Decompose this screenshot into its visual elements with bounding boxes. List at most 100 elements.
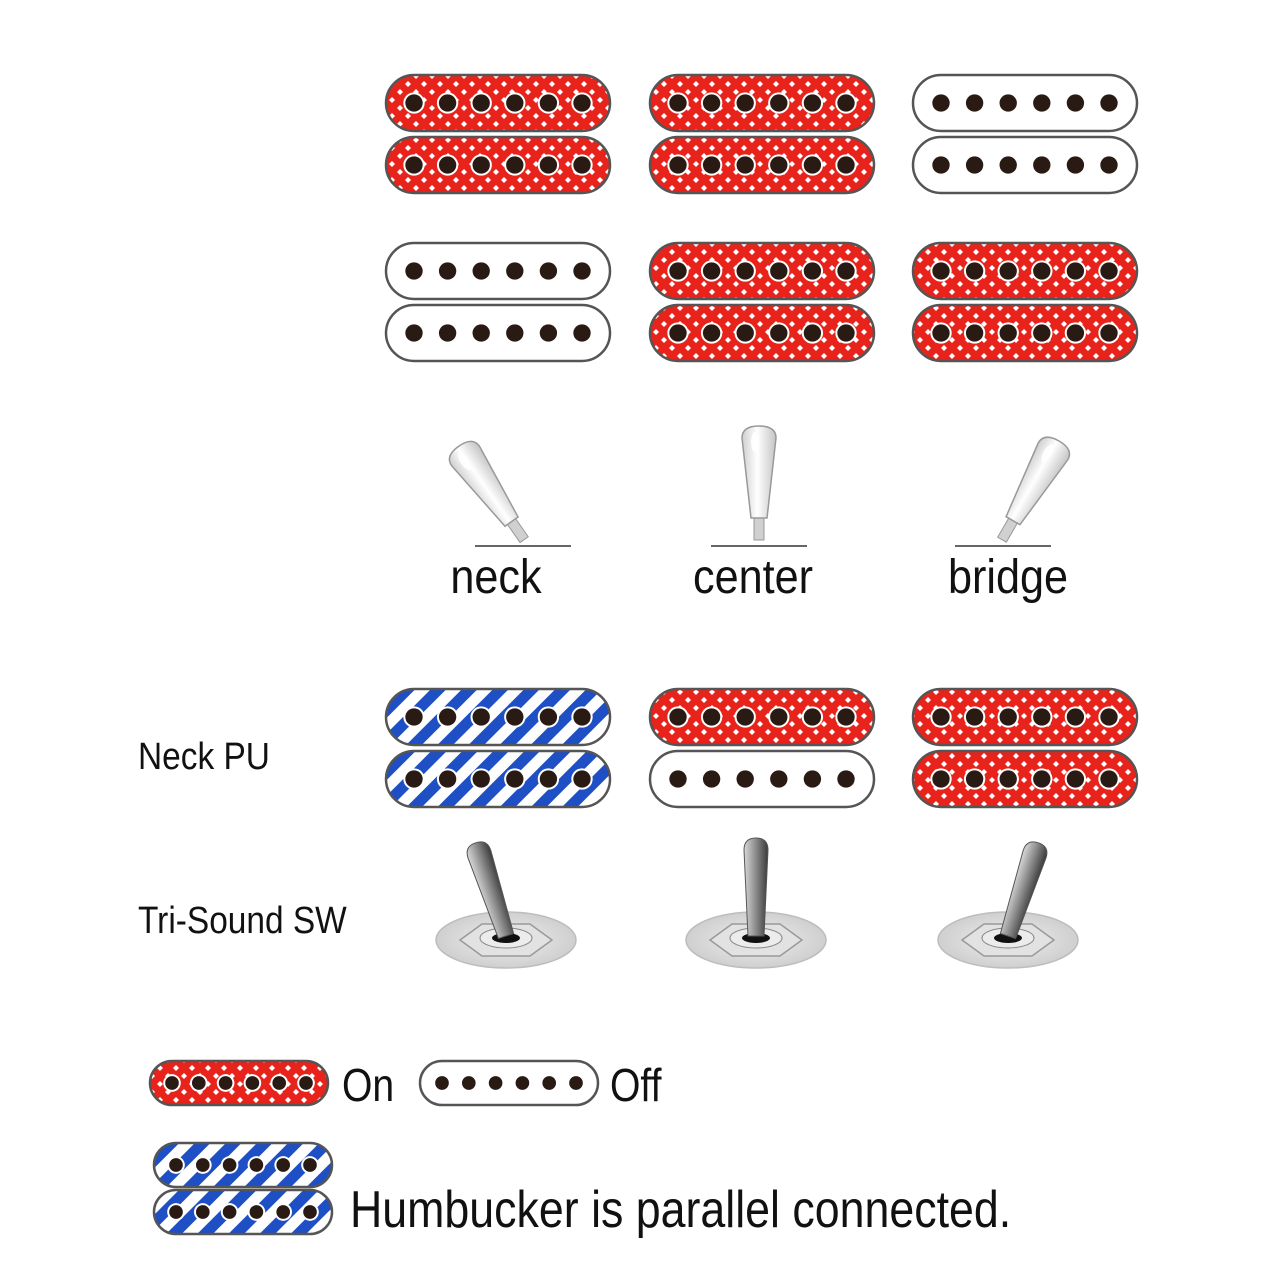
pole-piece xyxy=(1066,156,1085,174)
pole-piece xyxy=(669,94,687,112)
pole-piece xyxy=(272,1076,287,1090)
selector-switch-center xyxy=(711,425,807,547)
legend-off-label: Off xyxy=(610,1059,662,1111)
pole-piece xyxy=(803,324,822,342)
humbucker-row1-bridge xyxy=(911,73,1139,195)
pole-piece xyxy=(405,262,423,280)
pole-piece xyxy=(276,1158,291,1172)
pole-piece xyxy=(702,324,721,342)
humbucker-row2-center xyxy=(648,241,876,363)
pole-piece xyxy=(169,1158,183,1172)
pole-piece xyxy=(488,1076,503,1090)
pole-piece xyxy=(702,94,721,112)
pole-piece xyxy=(1033,708,1051,726)
pole-piece xyxy=(405,94,423,112)
position-label-center: center xyxy=(692,551,814,604)
pole-piece xyxy=(438,324,457,342)
humbucker-row2-bridge xyxy=(911,241,1139,363)
pole-piece xyxy=(770,708,788,726)
humbucker-row1-center xyxy=(648,73,876,195)
pole-piece xyxy=(276,1205,291,1219)
pole-piece xyxy=(965,262,984,280)
pole-piece xyxy=(999,262,1017,280)
humbucker-row1-neck xyxy=(384,73,612,195)
humbucker-row2-bridge-coil-top xyxy=(911,241,1139,301)
humbucker-row1-neck-coil-top xyxy=(384,73,612,133)
pole-piece xyxy=(1066,94,1085,112)
pole-piece xyxy=(965,94,984,112)
pole-piece xyxy=(222,1205,237,1219)
pole-piece xyxy=(932,94,950,112)
pole-piece xyxy=(1066,262,1085,280)
pole-piece xyxy=(999,708,1017,726)
pole-piece xyxy=(573,708,591,726)
pole-piece xyxy=(303,1158,317,1172)
legend-off-swatch xyxy=(418,1059,600,1107)
pole-piece xyxy=(539,324,558,342)
humbucker-row2-center-coil-top xyxy=(648,241,876,301)
pole-piece xyxy=(965,324,984,342)
pole-piece xyxy=(965,156,984,174)
pole-piece xyxy=(569,1076,583,1090)
pole-piece xyxy=(770,94,788,112)
pole-piece xyxy=(506,94,524,112)
pole-piece xyxy=(506,708,524,726)
pole-piece xyxy=(1033,324,1051,342)
row-label-neck-pu: Neck PU xyxy=(138,736,270,778)
pole-piece xyxy=(472,262,490,280)
pole-piece xyxy=(736,324,754,342)
pole-piece xyxy=(539,94,558,112)
humbucker-row2-neck-coil-top xyxy=(384,241,612,301)
pole-piece xyxy=(472,156,490,174)
pole-piece xyxy=(438,770,457,788)
humbucker-neck-pu-row-bridge-coil-bottom xyxy=(911,749,1139,809)
humbucker-row1-center-coil-top xyxy=(648,73,876,133)
humbucker-row2-neck xyxy=(384,241,612,363)
pole-piece xyxy=(472,770,490,788)
pole-piece xyxy=(573,262,591,280)
legend-parallel-coil-bottom xyxy=(152,1188,334,1236)
tri-sound-switch-neck xyxy=(435,841,577,969)
pole-piece xyxy=(506,156,524,174)
pole-piece xyxy=(405,156,423,174)
pole-piece xyxy=(1100,262,1118,280)
pole-piece xyxy=(803,708,822,726)
pole-piece xyxy=(539,156,558,174)
pole-piece xyxy=(438,156,457,174)
pole-piece xyxy=(1033,156,1051,174)
pole-piece xyxy=(1100,324,1118,342)
pole-piece xyxy=(245,1076,260,1090)
humbucker-row1-bridge-coil-top xyxy=(911,73,1139,133)
pole-piece xyxy=(736,94,754,112)
legend-off-coil xyxy=(418,1059,600,1107)
pole-piece xyxy=(461,1076,476,1090)
pole-piece xyxy=(303,1205,317,1219)
pole-piece xyxy=(169,1205,183,1219)
humbucker-row1-neck-coil-bottom xyxy=(384,135,612,195)
pole-piece xyxy=(669,324,687,342)
pole-piece xyxy=(1066,770,1085,788)
pole-piece xyxy=(1100,94,1118,112)
pole-piece xyxy=(438,262,457,280)
humbucker-row2-bridge-coil-bottom xyxy=(911,303,1139,363)
pole-piece xyxy=(1100,156,1118,174)
humbucker-row2-neck-coil-bottom xyxy=(384,303,612,363)
pole-piece xyxy=(770,770,788,788)
pole-piece xyxy=(249,1205,264,1219)
pole-piece xyxy=(999,156,1017,174)
pole-piece xyxy=(999,770,1017,788)
pole-piece xyxy=(573,324,591,342)
pole-piece xyxy=(472,94,490,112)
pole-piece xyxy=(539,708,558,726)
selector-switch-bridge xyxy=(955,436,1071,547)
pole-piece xyxy=(165,1076,179,1090)
pole-piece xyxy=(1066,324,1085,342)
pole-piece xyxy=(770,324,788,342)
pole-piece xyxy=(736,156,754,174)
pole-piece xyxy=(515,1076,530,1090)
pole-piece xyxy=(669,156,687,174)
pole-piece xyxy=(195,1205,210,1219)
pole-piece xyxy=(506,324,524,342)
pole-piece xyxy=(999,94,1017,112)
